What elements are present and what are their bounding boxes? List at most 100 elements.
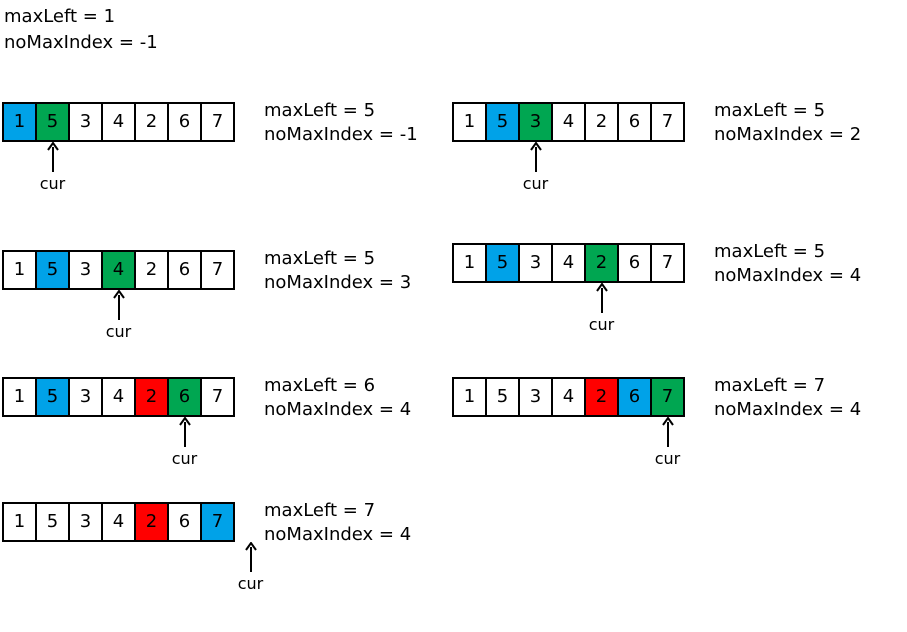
array-cell: 4	[101, 250, 136, 290]
maxleft-label: maxLeft = 5	[714, 241, 826, 262]
cur-pointer: cur	[231, 542, 271, 593]
nomaxindex-label: noMaxIndex = -1	[264, 124, 418, 145]
maxleft-label: maxLeft = 7	[714, 375, 826, 396]
array-cell: 2	[134, 250, 169, 290]
nomaxindex-label: noMaxIndex = 4	[264, 399, 412, 420]
up-arrow-icon	[46, 142, 59, 172]
maxleft-label: maxLeft = 5	[264, 248, 376, 269]
array-cell: 1	[2, 377, 37, 417]
up-arrow-icon	[244, 542, 257, 572]
array-cell: 4	[101, 102, 136, 142]
array-cell: 3	[518, 102, 553, 142]
array-cell: 7	[200, 102, 235, 142]
array-cell: 2	[134, 102, 169, 142]
array-cell: 3	[518, 243, 553, 283]
array-cell: 1	[2, 502, 37, 542]
up-arrow-icon	[529, 142, 542, 172]
array-cell: 1	[452, 243, 487, 283]
maxleft-label: maxLeft = 6	[264, 375, 376, 396]
array-cell: 2	[134, 377, 169, 417]
array-cell: 7	[200, 502, 235, 542]
maxleft-label: maxLeft = 7	[264, 500, 376, 521]
up-arrow-icon	[112, 290, 125, 320]
up-arrow-icon	[661, 417, 674, 447]
array-cell: 7	[200, 250, 235, 290]
up-arrow-icon	[178, 417, 191, 447]
array-cell: 7	[650, 243, 685, 283]
array-cell: 6	[617, 243, 652, 283]
array-cell: 5	[35, 377, 70, 417]
nomaxindex-label: noMaxIndex = 4	[264, 524, 412, 545]
cur-pointer: cur	[165, 417, 205, 468]
array-cell: 3	[68, 102, 103, 142]
array-cell: 6	[167, 377, 202, 417]
array-cell: 6	[167, 102, 202, 142]
array-cell: 7	[650, 102, 685, 142]
array-cell: 4	[551, 102, 586, 142]
array-cell: 1	[2, 250, 37, 290]
array-cell: 6	[617, 377, 652, 417]
array-cell: 3	[68, 250, 103, 290]
cur-label: cur	[237, 574, 264, 593]
array-cell: 6	[167, 250, 202, 290]
array-cell: 2	[584, 102, 619, 142]
array-cell: 4	[101, 377, 136, 417]
array-cell: 3	[68, 502, 103, 542]
nomaxindex-label: noMaxIndex = 4	[714, 265, 862, 286]
array-cell: 5	[485, 102, 520, 142]
header-maxleft: maxLeft = 1	[4, 6, 116, 27]
cur-label: cur	[654, 449, 681, 468]
array-cell: 5	[35, 102, 70, 142]
up-arrow-icon	[595, 283, 608, 313]
cur-pointer: cur	[99, 290, 139, 341]
nomaxindex-label: noMaxIndex = 3	[264, 272, 412, 293]
array-cell: 5	[35, 502, 70, 542]
array-cell: 2	[584, 377, 619, 417]
cur-label: cur	[588, 315, 615, 334]
cur-pointer: cur	[516, 142, 556, 193]
array-cell: 1	[452, 377, 487, 417]
cur-pointer: cur	[33, 142, 73, 193]
array-cell: 1	[2, 102, 37, 142]
array-cell: 2	[584, 243, 619, 283]
array-cell: 7	[200, 377, 235, 417]
array-cell: 1	[452, 102, 487, 142]
cur-pointer: cur	[582, 283, 622, 334]
cur-pointer: cur	[648, 417, 688, 468]
array-cell: 5	[485, 243, 520, 283]
cur-label: cur	[171, 449, 198, 468]
array-cell: 6	[617, 102, 652, 142]
array-cell: 2	[134, 502, 169, 542]
array-cell: 5	[35, 250, 70, 290]
array-cell: 4	[551, 377, 586, 417]
nomaxindex-label: noMaxIndex = 4	[714, 399, 862, 420]
array-cell: 3	[68, 377, 103, 417]
maxleft-label: maxLeft = 5	[714, 100, 826, 121]
cur-label: cur	[105, 322, 132, 341]
nomaxindex-label: noMaxIndex = 2	[714, 124, 862, 145]
array-cell: 6	[167, 502, 202, 542]
cur-label: cur	[39, 174, 66, 193]
array-cell: 7	[650, 377, 685, 417]
array-cell: 4	[101, 502, 136, 542]
header-nomaxindex: noMaxIndex = -1	[4, 32, 158, 53]
maxleft-label: maxLeft = 5	[264, 100, 376, 121]
array-cell: 3	[518, 377, 553, 417]
array-cell: 4	[551, 243, 586, 283]
array-cell: 5	[485, 377, 520, 417]
cur-label: cur	[522, 174, 549, 193]
